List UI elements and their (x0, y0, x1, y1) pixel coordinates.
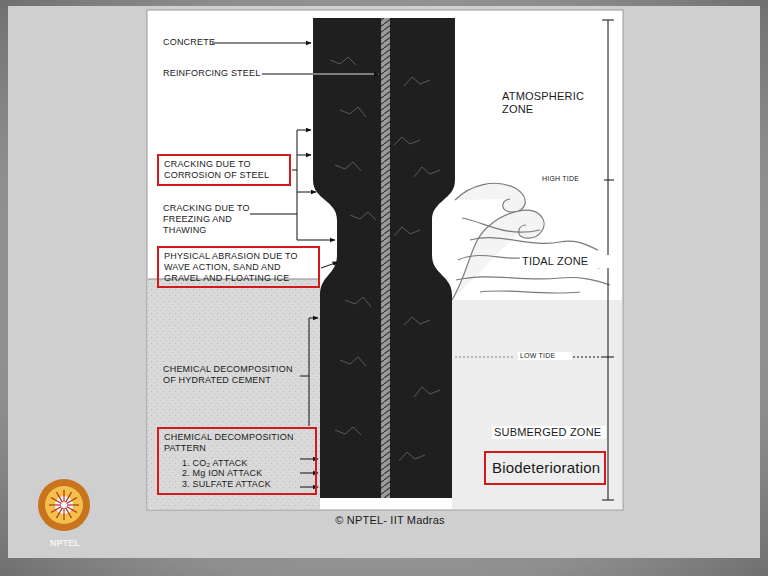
zone-label: ATMOSPHERIC ZONE (500, 90, 604, 116)
callout-text: CRACKING DUE TO CORROSION OF STEEL (164, 159, 284, 181)
callout-label: CRACKING DUE TO FREEZING AND THAWING (163, 203, 258, 235)
figure-panel (147, 10, 623, 510)
concrete-cracks (330, 57, 440, 461)
callout-heading: CHEMICAL DECOMPOSITION PATTERN (164, 432, 310, 454)
zone-label: TIDAL ZONE (520, 255, 609, 268)
zone-scale (455, 20, 614, 500)
callout-label: CHEMICAL DECOMPOSITION OF HYDRATED CEMEN… (163, 364, 303, 386)
reinforcing-bar (381, 18, 390, 498)
part-label: REINFORCING STEEL (163, 68, 273, 79)
callout-text: PHYSICAL ABRASION DUE TO WAVE ACTION, SA… (164, 251, 313, 283)
callout-box: PHYSICAL ABRASION DUE TO WAVE ACTION, SA… (157, 246, 320, 288)
sea-water (452, 300, 622, 509)
list-item: 2. Mg ION ATTACK (164, 468, 310, 479)
list-item: 3. SULFATE ATTACK (164, 479, 310, 490)
tide-label: LOW TIDE (518, 352, 572, 360)
part-label: CONCRETE (163, 37, 223, 48)
copyright-footer: © NPTEL- IIT Madras (300, 514, 480, 527)
tide-label: HIGH TIDE (540, 175, 604, 183)
nptel-logo (38, 479, 90, 531)
callout-box: CRACKING DUE TO CORROSION OF STEEL (157, 154, 291, 186)
callout-box: Biodeterioration (484, 451, 606, 485)
breaking-wave (452, 183, 610, 300)
logo-text: NPTEL (40, 538, 90, 549)
concrete-pile (313, 18, 455, 498)
callout-text: Biodeterioration (492, 459, 598, 477)
callout-box: CHEMICAL DECOMPOSITION PATTERN 1. CO₂ ATT… (157, 427, 317, 495)
zone-label: SUBMERGED ZONE (492, 426, 606, 439)
slide-panel (8, 6, 760, 558)
sea-water (148, 279, 320, 509)
list-item: 1. CO₂ ATTACK (164, 458, 310, 469)
